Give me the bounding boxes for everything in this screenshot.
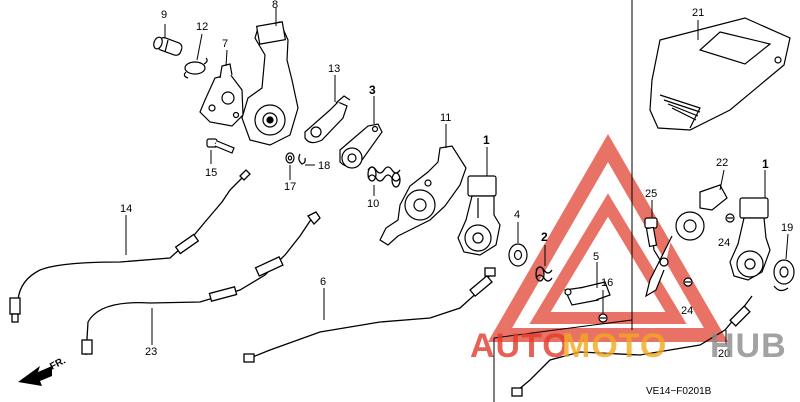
part-18-clip — [298, 153, 306, 165]
label-12: 12 — [196, 21, 208, 33]
label-18: 18 — [318, 160, 330, 172]
watermark-hub: HUB — [710, 327, 787, 365]
part-13-plate — [304, 95, 351, 144]
part-9-pin — [153, 36, 183, 56]
part-24-screw-a — [725, 213, 735, 223]
label-24-b: 24 — [681, 305, 693, 317]
leader-7 — [225, 49, 228, 67]
leader-19 — [785, 233, 789, 260]
part-22-plate — [645, 184, 728, 298]
part-1-lever-center — [457, 175, 501, 256]
front-arrow-icon — [18, 366, 52, 386]
watermark-triangle-inner — [529, 193, 687, 324]
label-3: 3 — [369, 83, 376, 97]
label-4: 4 — [514, 209, 520, 221]
label-13: 13 — [328, 63, 340, 75]
label-11: 11 — [440, 112, 451, 124]
part-8-lever — [241, 21, 299, 146]
separator-step — [493, 319, 633, 339]
part-10-spring — [367, 166, 401, 188]
label-15: 15 — [205, 167, 217, 179]
part-24-screw-b — [683, 277, 693, 287]
part-25-bolt — [644, 217, 661, 261]
label-19: 19 — [781, 222, 793, 234]
watermark-triangle — [487, 134, 729, 342]
part-19-washer — [773, 259, 795, 292]
label-9: 9 — [161, 9, 167, 21]
part-4-washer — [508, 243, 528, 267]
watermark-text: AUTO MOTO HUB — [470, 327, 787, 365]
label-22: 22 — [716, 157, 728, 169]
part-23-cable — [81, 211, 321, 356]
part-2-spring — [535, 266, 553, 282]
label-6: 6 — [320, 276, 326, 288]
watermark-auto: AUTO — [470, 327, 570, 365]
part-11-lever — [379, 145, 467, 246]
label-1-center: 1 — [483, 133, 490, 147]
leader-22 — [719, 169, 725, 191]
label-14: 14 — [120, 203, 132, 215]
direction-label: FR. — [48, 355, 68, 372]
label-10: 10 — [367, 198, 379, 210]
label-25: 25 — [645, 188, 657, 200]
part-7-bracket — [199, 63, 244, 127]
part-12-clip — [183, 57, 208, 79]
part-17-washer — [285, 152, 295, 164]
part-16-screw — [598, 313, 608, 323]
watermark-logo — [487, 134, 729, 342]
label-21: 21 — [692, 7, 704, 19]
part-15-bolt — [206, 138, 235, 154]
part-21-cover — [649, 17, 791, 131]
label-23: 23 — [145, 346, 157, 358]
part-1-lever-right — [729, 197, 771, 281]
label-2: 2 — [541, 230, 548, 244]
part-14-cable — [9, 169, 251, 323]
label-7: 7 — [222, 38, 228, 50]
label-17: 17 — [284, 181, 296, 193]
part-6-cable — [243, 267, 496, 363]
label-5: 5 — [593, 251, 599, 263]
leader-12 — [196, 33, 203, 61]
part-20-cable — [511, 295, 753, 397]
label-1-right: 1 — [762, 157, 769, 171]
label-20: 20 — [718, 348, 730, 360]
label-8: 8 — [272, 0, 278, 11]
label-16: 16 — [601, 277, 613, 289]
watermark-moto: MOTO — [562, 327, 667, 365]
part-3-plate — [339, 123, 383, 169]
label-24-a: 24 — [718, 237, 730, 249]
diagram-code: VE14−F0201B — [646, 386, 712, 397]
